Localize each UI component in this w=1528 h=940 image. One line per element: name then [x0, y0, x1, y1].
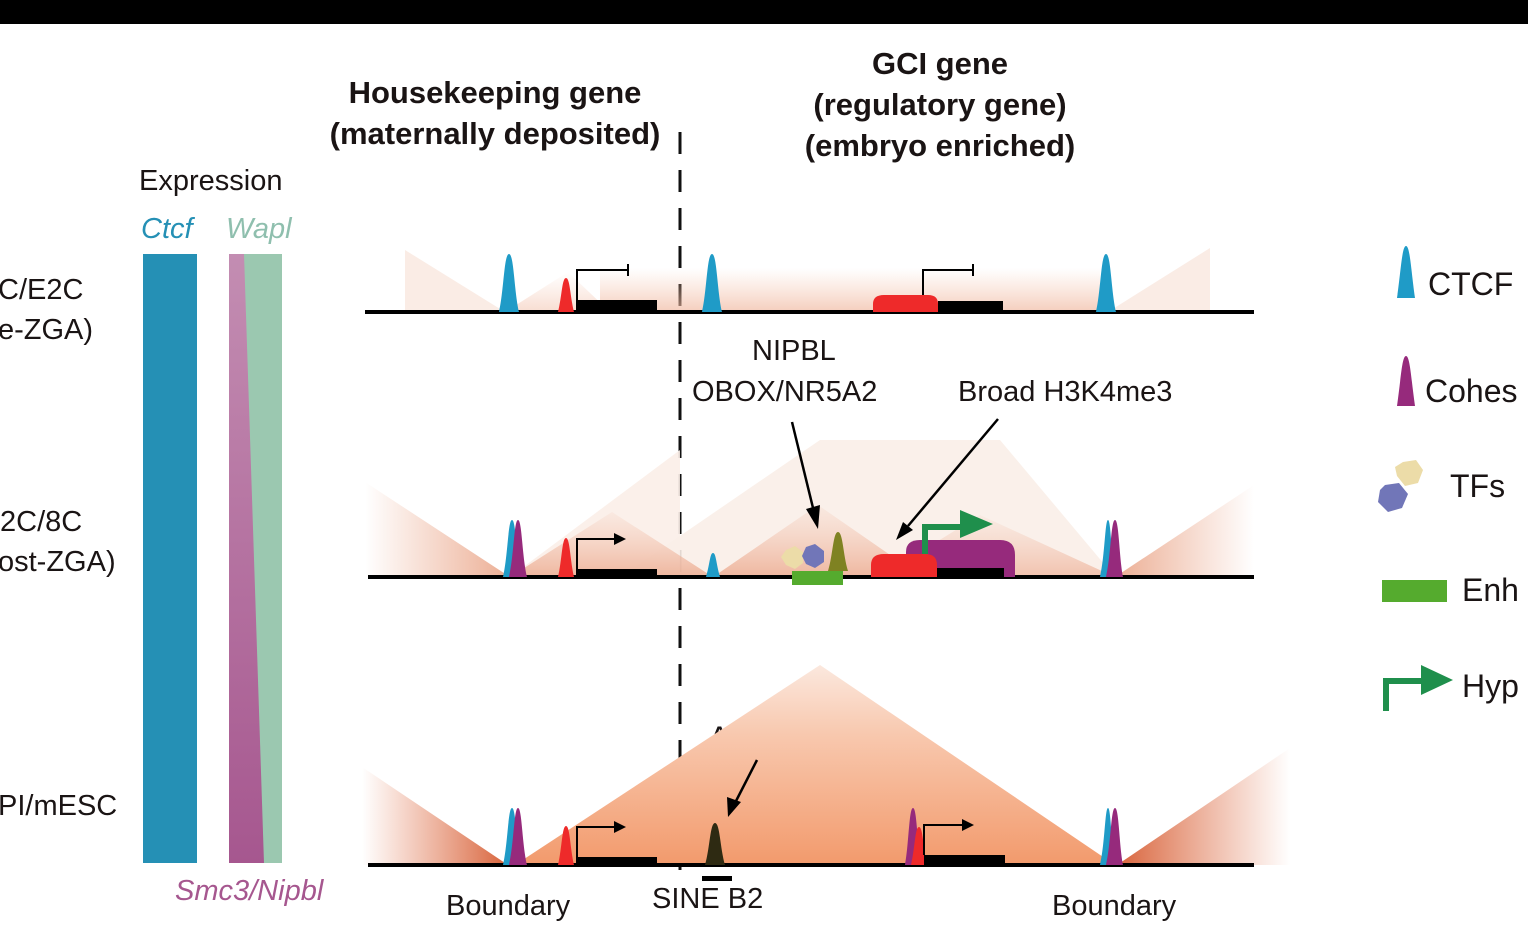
legend-label-enhancer: Enh	[1462, 572, 1519, 608]
top-black-bar	[0, 0, 1528, 24]
obox-pointer-arrow	[790, 421, 816, 513]
cohesin-peak-icon	[1397, 356, 1415, 406]
legend-label-ctcf: CTCF	[1428, 266, 1514, 302]
cohesin-peak	[1106, 520, 1123, 577]
gci-header-line1: GCI gene	[871, 46, 1009, 81]
tad-edge-right	[1117, 748, 1290, 865]
stage-label-2-line2: ost-ZGA)	[0, 546, 116, 578]
h3k4me3-pointer-arrow	[907, 418, 999, 527]
tad-flat-region	[600, 268, 1100, 312]
cohesin-peak	[1106, 808, 1123, 865]
adnp-pointer-arrow	[733, 759, 759, 804]
ctcf-peak	[1096, 254, 1116, 312]
tad-small-enhancer	[713, 505, 922, 577]
ctcf-peak	[702, 254, 722, 312]
boundary-right-label: Boundary	[1052, 890, 1177, 922]
housekeeping-header-line1: Housekeeping gene	[348, 75, 642, 110]
ctcf-expression-label: Ctcf	[141, 213, 193, 245]
housekeeping-header: Housekeeping gene (maternally deposited)	[300, 72, 690, 154]
promoter-peak	[558, 826, 574, 865]
green-tss-arrowhead-icon	[1421, 665, 1453, 695]
tf-hexagon-blue-icon	[1378, 483, 1408, 512]
blocked-tss-arrow	[576, 269, 628, 300]
cohesin-peak	[509, 808, 527, 865]
tf-hexagon-beige-icon	[1395, 460, 1423, 486]
h3k4me3-label: Broad H3K4me3	[958, 376, 1173, 408]
legend-label-tfs: TFs	[1450, 468, 1506, 504]
h3k4me3-pointer-arrowhead	[896, 522, 913, 540]
cohesin-peak	[509, 520, 527, 577]
green-tss-arrow-icon	[1383, 678, 1425, 711]
active-tss-arrow	[576, 538, 614, 569]
tad-edge-left	[405, 250, 505, 312]
ctcf-expression-bar	[143, 254, 197, 863]
legend	[1378, 246, 1453, 711]
gci-gene-body	[924, 855, 1005, 865]
gci-gene-body	[937, 568, 1004, 577]
obox-pointer-arrowhead	[806, 505, 820, 529]
housekeeping-header-line2: (maternally deposited)	[329, 116, 661, 151]
tad-edge-left	[365, 482, 510, 577]
gci-header-line2: (regulatory gene)	[813, 87, 1067, 122]
h3k4me3-block	[871, 554, 937, 577]
active-tss-arrow	[576, 826, 614, 857]
tss-arrowhead	[962, 819, 974, 831]
gci-header-line3: (embryo enriched)	[804, 128, 1076, 163]
hyper-tss-arrow	[922, 524, 965, 554]
legend-label-cohesin: Cohes	[1425, 373, 1518, 409]
housekeeping-gene-body	[576, 857, 657, 865]
obox-nr5a2-peak	[828, 532, 848, 571]
tss-arrowhead	[614, 533, 626, 545]
gci-header: GCI gene (regulatory gene) (embryo enric…	[760, 43, 1120, 166]
obox-nr5a2-label: OBOX/NR5A2	[692, 376, 878, 408]
legend-label-hyper: Hyp	[1462, 668, 1519, 704]
smc3-nipbl-expression-wedge	[229, 254, 264, 863]
ctcf-peak-icon	[1397, 246, 1415, 298]
blocked-tss-arrow	[922, 269, 973, 295]
h3k4me3-block	[873, 295, 938, 312]
stage-label-3-line1: PI/mESC	[0, 790, 118, 822]
tss-arrowhead	[614, 821, 626, 833]
tad-large-merged	[515, 665, 1115, 865]
hyper-tss-arrowhead	[960, 510, 993, 538]
promoter-peak	[558, 278, 574, 312]
stage-label-2-line1: 2C/8C	[0, 506, 83, 538]
enhancer-bar-icon	[1382, 580, 1447, 602]
promoter-peak	[558, 538, 574, 577]
smc3-nipbl-expression-label: Smc3/Nipbl	[175, 875, 324, 907]
promoter-peak	[911, 827, 927, 865]
housekeeping-gene-body	[576, 300, 657, 312]
boundary-left-label: Boundary	[446, 890, 571, 922]
ctcf-peak	[499, 254, 519, 312]
row-1-zygote-pre-zga	[365, 248, 1254, 314]
adnp-peak	[705, 823, 725, 865]
expression-title: Expression	[139, 165, 283, 197]
row-3-epi-mesc	[362, 665, 1290, 881]
tad-edge-right	[1115, 485, 1254, 577]
sine-b2-label: SINE B2	[652, 883, 764, 915]
row-2-post-zga	[365, 418, 1254, 585]
adnp-pointer-arrowhead	[727, 797, 741, 817]
sine-b2-bar	[702, 876, 732, 881]
housekeeping-gene-body	[576, 569, 657, 577]
tad-edge-right	[1108, 248, 1210, 312]
tf-hexagon-blue	[802, 544, 824, 568]
ctcf-peak	[706, 553, 720, 577]
enhancer-bar	[792, 571, 843, 585]
nipbl-label: NIPBL	[752, 335, 836, 367]
tf-hexagon-beige	[781, 546, 803, 569]
tad-edge-left	[362, 767, 508, 865]
stage-label-1-line2: e-ZGA)	[0, 314, 94, 346]
gci-gene-body	[938, 301, 1003, 312]
stage-label-1-line1: C/E2C	[0, 274, 84, 306]
active-tss-arrow	[923, 824, 962, 855]
wapl-expression-label: Wapl	[226, 213, 292, 245]
tad-small-housekeeping	[510, 512, 713, 577]
